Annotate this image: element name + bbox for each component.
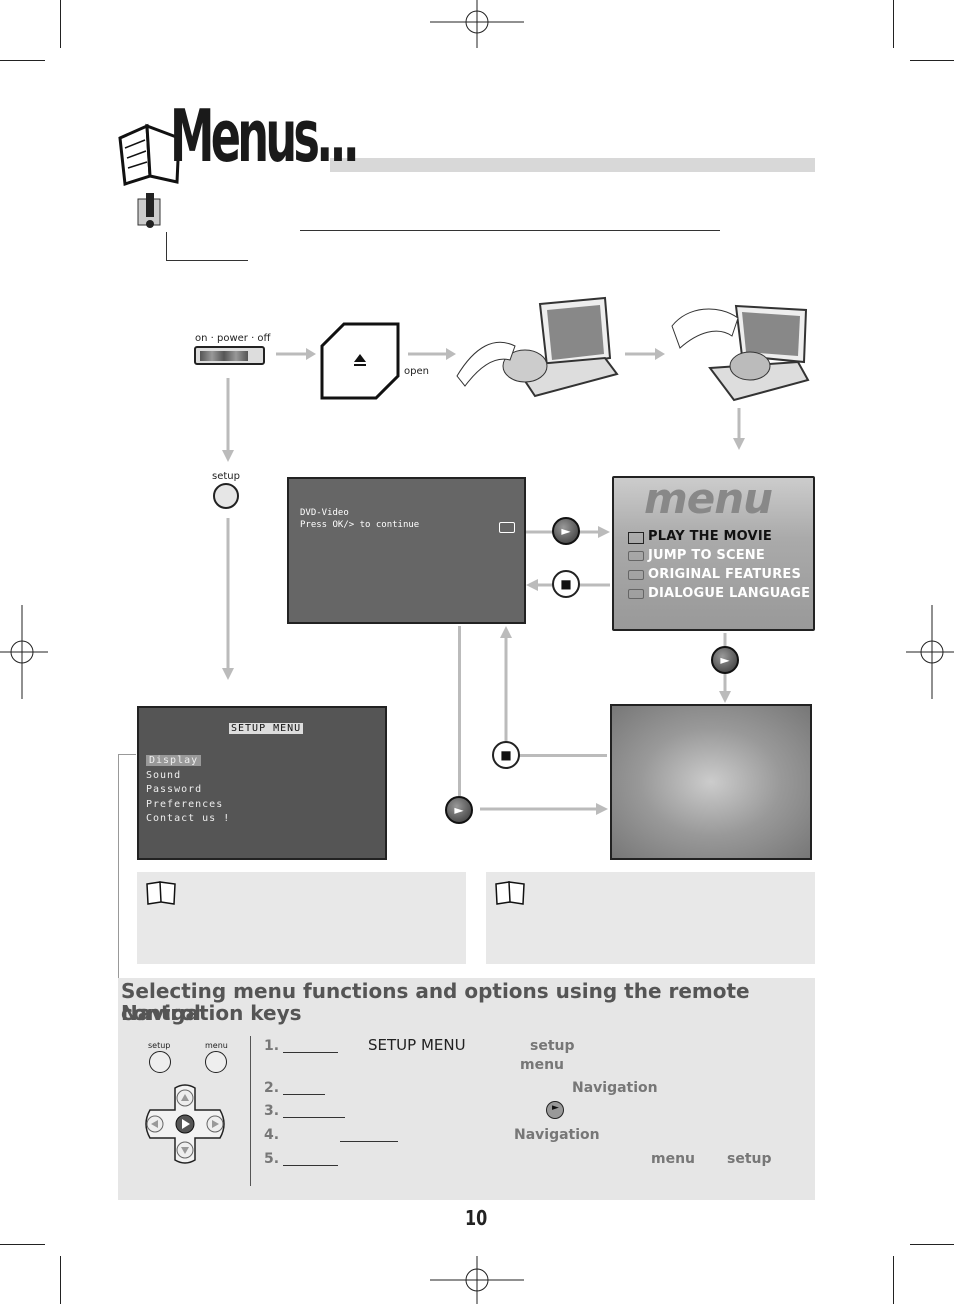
step-number: 2.	[264, 1080, 280, 1096]
bracket-line	[118, 754, 119, 978]
registration-mark-top	[430, 0, 524, 48]
play-button[interactable]: ►	[552, 517, 580, 545]
dvd-screen-line2: Press OK/> to continue	[300, 520, 420, 530]
step-keyword: setup	[530, 1038, 575, 1054]
step-underline	[283, 1165, 338, 1166]
step-keyword: Navigation	[572, 1080, 658, 1096]
registration-mark-left	[0, 605, 48, 699]
crop-mark	[60, 1256, 61, 1304]
play-icon: ►	[546, 1101, 564, 1119]
steps-divider	[250, 1036, 251, 1186]
crop-mark	[0, 60, 45, 61]
step-keyword: menu	[651, 1151, 696, 1167]
arrow-right	[625, 348, 665, 360]
note-box-left	[137, 872, 466, 964]
step-number: 5.	[264, 1151, 280, 1167]
play-button[interactable]: ►	[445, 796, 473, 824]
heading-underline	[300, 230, 720, 231]
eject-button[interactable]	[320, 322, 400, 400]
crop-mark	[910, 60, 954, 61]
setup-menu-item-sound[interactable]: Sound	[146, 770, 182, 781]
book-icon	[495, 881, 525, 905]
book-icon	[146, 881, 176, 905]
arrow-right	[480, 803, 608, 815]
step-underline	[340, 1141, 398, 1142]
dvd-video-screen: DVD-Video Press OK/> to continue	[287, 477, 526, 624]
setup-menu-item-display[interactable]: Display	[146, 755, 202, 766]
crop-mark	[893, 0, 894, 48]
disc-menu-logo: menu	[644, 474, 773, 523]
page-number: 10	[465, 1206, 488, 1230]
setup-menu-item-preferences[interactable]: Preferences	[146, 799, 224, 810]
arrow-down	[222, 518, 234, 680]
disc-menu-item[interactable]: DIALOGUE LANGUAGE	[648, 586, 811, 601]
step-keyword: menu	[520, 1057, 565, 1073]
dvd-player-close-illustration	[671, 304, 810, 402]
slate-icon	[628, 551, 644, 561]
open-label: open	[404, 366, 429, 377]
slate-icon	[628, 589, 644, 599]
setup-button[interactable]	[213, 483, 239, 509]
note-box-right	[486, 872, 815, 964]
disc-menu-item[interactable]: PLAY THE MOVIE	[648, 529, 772, 544]
arrow-right	[408, 348, 456, 360]
stop-button[interactable]: ■	[552, 570, 580, 598]
setup-menu-title: SETUP MENU	[229, 723, 304, 734]
power-switch-label: on · power · off	[195, 333, 271, 344]
slate-icon	[628, 570, 644, 580]
arrow-right	[276, 348, 316, 360]
registration-mark-right	[906, 605, 954, 699]
setup-menu-item-password[interactable]: Password	[146, 784, 203, 795]
stop-button[interactable]: ■	[492, 741, 520, 769]
step-underline	[283, 1052, 338, 1053]
remote-setup-button[interactable]	[149, 1051, 171, 1073]
setup-button-label: setup	[212, 471, 240, 482]
crop-mark	[893, 1256, 894, 1304]
crop-mark	[60, 0, 61, 48]
step-number: 4.	[264, 1127, 280, 1143]
step-underline	[283, 1094, 325, 1095]
remote-setup-label: setup	[148, 1041, 171, 1050]
dvd-player-open-illustration	[456, 296, 619, 398]
arrow-down	[222, 378, 234, 462]
connector-line	[505, 754, 607, 757]
dvd-screen-line1: DVD-Video	[300, 508, 349, 518]
bracket-line	[166, 232, 167, 260]
remote-menu-label: menu	[205, 1041, 228, 1050]
connector-line	[458, 626, 461, 796]
remote-menu-button[interactable]	[205, 1051, 227, 1073]
section-heading-line1: Selecting menu functions and options usi…	[121, 979, 750, 1025]
setup-menu-screen: SETUP MENU Display Sound Password Prefer…	[137, 706, 387, 860]
play-button[interactable]: ►	[711, 646, 739, 674]
step-keyword: Navigation	[514, 1127, 600, 1143]
bracket-underline	[166, 260, 248, 261]
warning-icon	[137, 193, 161, 228]
step-number: 3.	[264, 1103, 280, 1119]
disc-menu-item[interactable]: ORIGINAL FEATURES	[648, 567, 802, 582]
disc-menu-item[interactable]: JUMP TO SCENE	[648, 548, 765, 563]
crop-mark	[0, 1244, 45, 1245]
step-keyword: setup	[727, 1151, 772, 1167]
movie-playback-screen	[610, 704, 812, 860]
section-heading-line2: Navigation keys	[121, 1001, 302, 1025]
bracket-line	[118, 754, 136, 755]
ok-icon	[499, 522, 515, 533]
title-rule	[330, 158, 815, 172]
disc-menu-screen: menu PLAY THE MOVIE JUMP TO SCENE ORIGIN…	[612, 474, 815, 631]
slate-icon	[628, 532, 644, 544]
navigation-pad-icon[interactable]	[140, 1084, 230, 1164]
arrow-down	[733, 408, 745, 450]
power-switch[interactable]	[194, 346, 265, 365]
page-title: Menus...	[170, 94, 360, 178]
registration-mark-bottom	[430, 1256, 524, 1304]
step-number: 1.	[264, 1038, 280, 1054]
step-underline	[283, 1117, 345, 1118]
navigation-section: Selecting menu functions and options usi…	[118, 978, 815, 1200]
arrow-up	[500, 626, 512, 746]
step-keyword: SETUP MENU	[368, 1036, 466, 1054]
setup-menu-item-contact[interactable]: Contact us !	[146, 813, 231, 824]
book-icon	[118, 123, 181, 186]
crop-mark	[910, 1244, 954, 1245]
